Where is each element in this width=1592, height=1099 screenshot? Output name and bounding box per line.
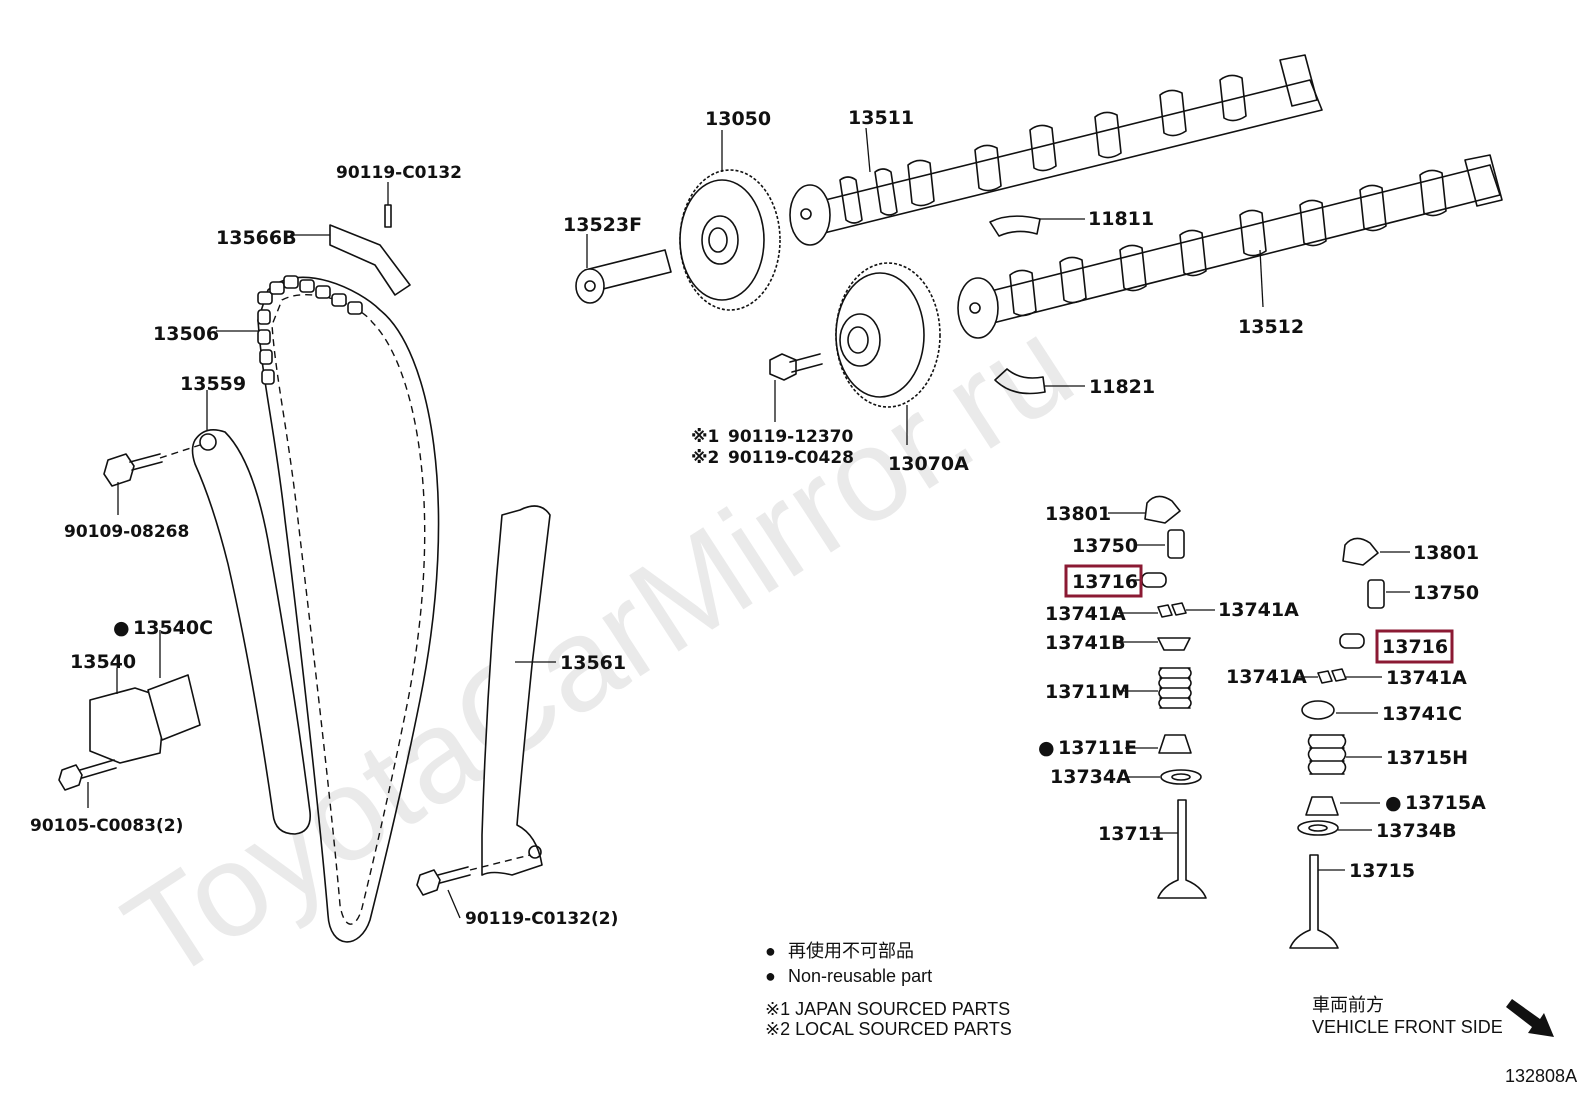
label-13741a-2: 13741A [1218,599,1299,621]
label-13715a: 13715A [1405,792,1486,814]
legend-non-reusable-jp: 再使用不可部品 [788,941,914,961]
label-13566b: 13566B [216,227,297,249]
oil-control-valve-13523f [575,234,672,304]
highlight-13716-right [1375,629,1454,664]
ref2-mark: ※2 [691,448,719,468]
label-13540: 13540 [70,651,136,673]
label-11821: 11821 [1089,376,1155,398]
label-13561: 13561 [560,652,626,674]
sprocket-13070a [835,262,941,445]
valve-assembly-right [1289,537,1410,949]
label-90119-c0132-2: 90119-C0132(2) [465,909,618,929]
label-13734b: 13734B [1376,820,1457,842]
bolt-90119-12370 [769,353,823,422]
label-13711: 13711 [1098,823,1164,845]
label-13070a: 13070A [888,453,969,475]
label-13512: 13512 [1238,316,1304,338]
tensioner-13540 [89,630,201,764]
bearing-11811 [989,215,1041,237]
legend-non-reusable-en: Non-reusable part [788,966,932,986]
label-13559: 13559 [180,373,246,395]
sprocket-13050 [679,130,781,311]
label-11811: 11811 [1088,208,1154,230]
tensioner-arm-13559 [191,390,312,835]
label-13741a-4: 13741A [1386,667,1467,689]
legend-japan-sourced: ※1 JAPAN SOURCED PARTS [765,999,1010,1019]
bearing-11821 [994,368,1046,395]
ref1-mark: ※1 [691,427,719,447]
camshaft-13511 [789,54,1323,246]
label-90119-c0428: 90119-C0428 [728,448,854,468]
valve-13711 [1157,799,1207,899]
diagram-id: 132808A [1505,1066,1577,1086]
highlight-13716-left [1064,564,1143,598]
label-13715a-dot: ● [1385,792,1402,814]
bolt-90105-c0083 [58,759,117,808]
vehicle-front-en: VEHICLE FRONT SIDE [1312,1017,1503,1037]
chain-guide-13566b [290,182,411,296]
label-13741c: 13741C [1382,703,1462,725]
legend: ● 再使用不可部品 ● Non-reusable part ※1 JAPAN S… [765,941,1012,1039]
label-13741a-1: 13741A [1045,603,1126,625]
label-13801-left: 13801 [1045,503,1111,525]
label-90119-c0132: 90119-C0132 [336,163,462,183]
label-90105-c0083: 90105-C0083(2) [30,816,183,836]
chain-guide-13561 [481,505,556,876]
bolt-90119-c0132-2 [416,854,531,919]
label-13523f: 13523F [563,214,642,236]
part-labels: 13050 13511 90119-C0132 13566B 13523F 11… [30,107,1486,929]
bolt-90109-08268 [103,444,201,515]
label-13734a: 13734A [1050,766,1131,788]
valve-assembly-left [1108,495,1215,899]
label-13715h: 13715H [1386,747,1468,769]
label-13750-left: 13750 [1072,535,1138,557]
label-13511: 13511 [848,107,914,129]
label-13540c: 13540C [133,617,213,639]
label-13715: 13715 [1349,860,1415,882]
label-13711e: 13711E [1058,737,1137,759]
vehicle-front-arrow [1506,999,1554,1037]
label-13741b: 13741B [1045,632,1126,654]
label-13716-left: 13716 [1072,571,1138,593]
label-13750-right: 13750 [1413,582,1479,604]
camshaft-13512 [957,154,1503,339]
valve-13715 [1289,854,1339,949]
label-13741a-3: 13741A [1226,666,1307,688]
legend-dot-1: ● [765,941,776,961]
legend-dot-2: ● [765,966,776,986]
rocker-arm-13801-right [1342,537,1379,566]
label-13506: 13506 [153,323,219,345]
legend-local-sourced: ※2 LOCAL SOURCED PARTS [765,1019,1012,1039]
label-90119-12370: 90119-12370 [728,427,854,447]
valve-lifter-13716-right [1339,633,1365,649]
label-90109-08268: 90109-08268 [64,522,189,542]
rocker-arm-13801-left [1144,495,1181,524]
label-13711e-dot: ● [1038,737,1055,759]
label-13711m: 13711M [1045,681,1130,703]
label-13801-right: 13801 [1413,542,1479,564]
lash-adjuster-13750-left [1167,529,1185,559]
timing-chain-13506 [216,275,440,943]
label-13716-right: 13716 [1382,636,1448,658]
label-13050: 13050 [705,108,771,130]
valve-lifter-13716-left [1141,572,1167,588]
label-13540c-dot: ● [113,617,130,639]
vehicle-front-jp: 車両前方 [1312,995,1384,1015]
lash-adjuster-13750-right [1367,579,1385,609]
